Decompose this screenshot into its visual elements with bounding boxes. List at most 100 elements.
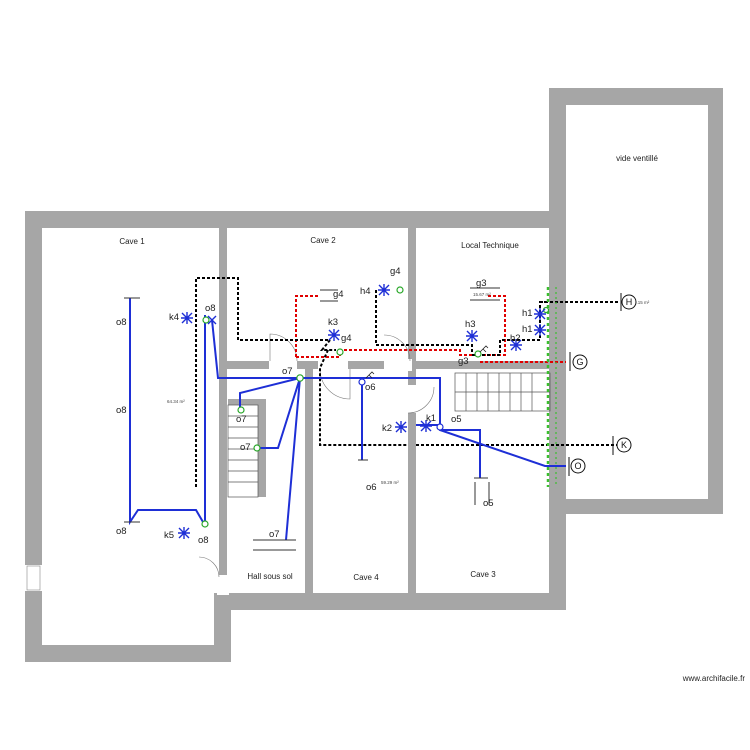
- area-labels: 64.34 m² 59.29 m² 15.67 m² 0.15 m²: [167, 292, 650, 485]
- room-label-cave2: Cave 2: [310, 236, 336, 245]
- tag-g3-1: g3: [476, 278, 487, 289]
- blue-line-o8-to-o7: [211, 319, 300, 379]
- circled-symbols: H G K O: [568, 293, 637, 476]
- valves: [178, 284, 546, 539]
- wall-hall-right: [305, 369, 313, 595]
- valve-h2-icon: [510, 339, 522, 351]
- fitting-g4: [336, 348, 344, 356]
- area-vide: 0.15 m²: [634, 300, 650, 305]
- tag-o6-2: o6: [366, 482, 377, 493]
- o-nodes: [358, 378, 444, 431]
- fitting-o7-stair: [253, 444, 261, 452]
- terminal-bars: [124, 287, 500, 551]
- symbol-o-icon: O: [568, 457, 586, 476]
- tag-o7-3: o7: [240, 442, 251, 453]
- valve-h3-icon: [466, 330, 478, 342]
- room-label-local-technique: Local Technique: [461, 241, 519, 250]
- credit-text: www.archifacile.fr: [682, 674, 746, 683]
- tag-k5: k5: [164, 530, 174, 541]
- green-marker: [546, 287, 557, 487]
- valve-h4-icon: [378, 284, 390, 296]
- valve-h1b-icon: [534, 324, 546, 336]
- tag-o8-2: o8: [116, 405, 127, 416]
- tag-h4: h4: [360, 286, 371, 297]
- tag-g4-3: g4: [341, 333, 352, 344]
- stairs-local-technique: [454, 372, 551, 412]
- fittings: [201, 286, 550, 528]
- tag-g4-1: g4: [333, 289, 344, 300]
- valve-k1-icon: [420, 420, 432, 432]
- symbol-g-label: G: [576, 357, 583, 367]
- tag-g3-2: g3: [458, 356, 469, 367]
- blue-network: [129, 298, 566, 541]
- red-line-g4: [295, 295, 318, 357]
- tag-o7-4: o7: [269, 529, 280, 540]
- wall-cave4-right: [408, 369, 416, 595]
- black-network: [195, 277, 620, 487]
- fitting-o7-top: [296, 374, 304, 382]
- outer-wall-bottom-left: [25, 645, 231, 662]
- fitting-o8-bottom: [201, 520, 209, 528]
- tag-k4: k4: [169, 312, 179, 323]
- tag-h1-1: h1: [522, 308, 533, 319]
- tag-h2: h2: [510, 333, 521, 344]
- valve-o8-icon: [207, 315, 217, 325]
- wall-cave1-right: [219, 226, 227, 595]
- tag-h1-2: h1: [522, 324, 533, 335]
- blue-line-o7-hall: [239, 377, 301, 410]
- tag-o8-1: o8: [116, 317, 127, 328]
- outer-wall-right-lower: [549, 228, 566, 610]
- tag-o7-1: o7: [282, 366, 293, 377]
- blue-line-o5: [440, 429, 481, 478]
- fitting-h4: [396, 286, 404, 294]
- fitting-g3: [474, 350, 482, 358]
- vide-wall-top: [549, 88, 723, 105]
- fitting-o8-top: [202, 316, 210, 324]
- red-line-g4-g3: [296, 349, 478, 358]
- meter-f-icons: [365, 345, 489, 379]
- tag-o5-1: o5: [451, 414, 462, 425]
- wall-cave2-right: [408, 226, 416, 364]
- tag-o5-2: o5: [483, 498, 494, 509]
- vide-wall-right: [708, 88, 723, 514]
- valve-k3-icon: [328, 329, 340, 341]
- vide-wall-bottom: [549, 499, 723, 514]
- black-line-h4: [375, 290, 473, 352]
- red-line-g3-up: [478, 295, 506, 356]
- area-local-technique: 15.67 m²: [473, 292, 491, 297]
- red-network: [295, 295, 566, 363]
- symbol-k-icon: K: [612, 436, 632, 455]
- symbol-g-icon: G: [569, 352, 588, 371]
- tag-o7-2: o7: [236, 414, 247, 425]
- blue-line-o7-stair: [258, 377, 301, 541]
- room-label-cave3: Cave 3: [470, 570, 496, 579]
- door-openings: [23, 359, 418, 595]
- black-line-cave4: [319, 349, 408, 446]
- outer-wall-left: [25, 211, 42, 662]
- tag-h3: h3: [465, 319, 476, 330]
- fitting-o7-hall: [237, 406, 245, 414]
- black-line-cave2: [195, 277, 336, 487]
- outer-wall-bottom-right: [214, 593, 566, 610]
- room-label-hall: Hall sous sol: [247, 572, 293, 581]
- room-label-cave4: Cave 4: [353, 573, 379, 582]
- valve-k5-icon: [178, 527, 190, 539]
- tag-o8-4: o8: [205, 303, 216, 314]
- tag-labels: o8 o8 o8 o8 o8 k4 k5 o7 o7 o7 o7 g4 g4 g…: [116, 266, 533, 546]
- wall-stair-top: [228, 399, 266, 405]
- tag-o6-1: o6: [365, 382, 376, 393]
- tag-k1: k1: [426, 413, 436, 424]
- blue-line-cave1-left: [129, 298, 204, 526]
- outer-wall-top: [25, 211, 566, 228]
- area-cave4: 59.29 m²: [381, 480, 399, 485]
- room-label-vide-ventile: vide ventillé: [616, 154, 658, 163]
- room-label-cave1: Cave 1: [119, 237, 145, 246]
- valve-k2-icon: [395, 421, 407, 433]
- valve-k4-icon: [181, 312, 193, 324]
- symbol-h-label: H: [626, 297, 633, 307]
- symbol-o-label: O: [574, 461, 581, 471]
- tag-g4-2: g4: [390, 266, 401, 277]
- tag-o8-5: o8: [198, 535, 209, 546]
- symbol-h-icon: H: [620, 293, 637, 311]
